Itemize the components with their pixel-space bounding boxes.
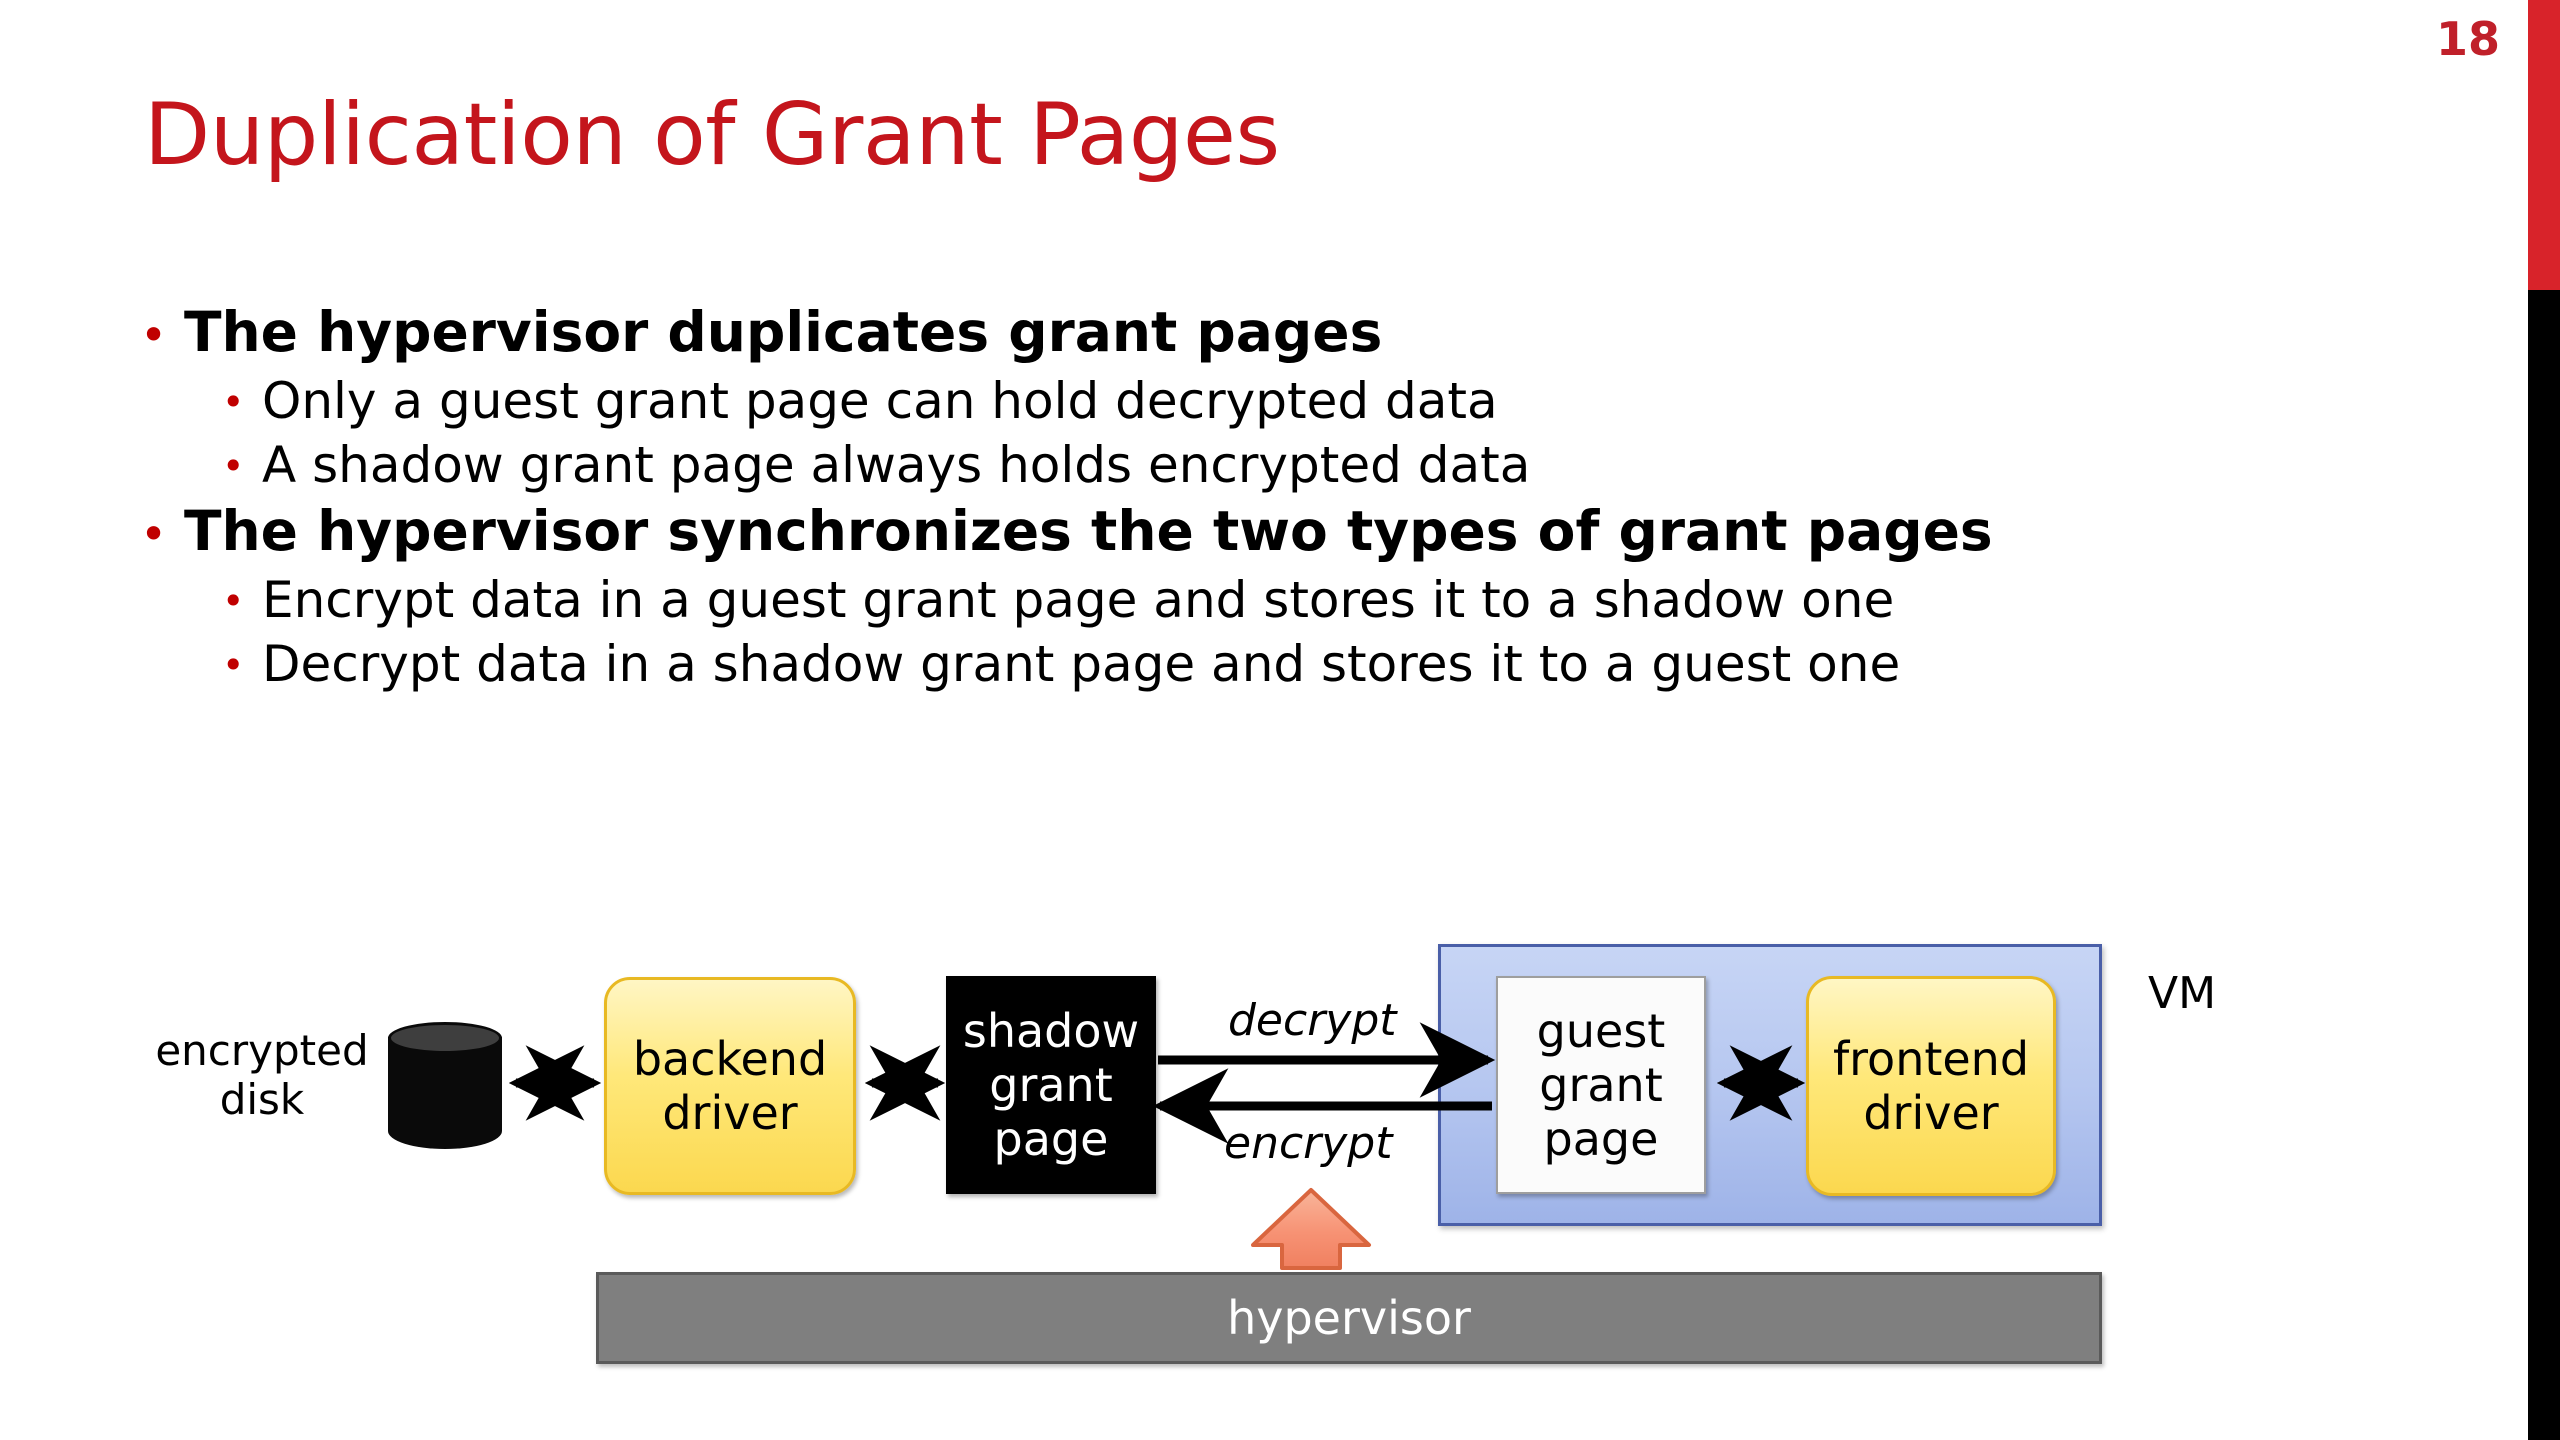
hypervisor-bar: hypervisor [596,1272,2102,1364]
right-edge-black-bar [2528,290,2560,1440]
encrypted-disk-label-line1: encrypted [155,1026,369,1075]
list-item: • Encrypt data in a guest grant page and… [140,570,2430,630]
bullet-dot-icon: • [222,642,245,687]
guest-grant-page-line1: guest [1536,1003,1666,1058]
guest-grant-page-line2: grant [1539,1057,1663,1112]
page-number: 18 [2435,12,2500,66]
hypervisor-label: hypervisor [1227,1291,1471,1345]
frontend-driver-line2: driver [1863,1086,1999,1140]
frontend-driver-box: frontend driver [1806,976,2056,1196]
bullet-dot-icon: • [222,379,245,424]
shadow-grant-page-line1: shadow [962,1003,1140,1058]
encrypted-disk-label: encrypted disk [142,1026,382,1124]
vm-label: VM [2148,968,2217,1019]
bullet-dot-icon: • [140,506,168,561]
list-item-label: Encrypt data in a guest grant page and s… [262,570,1895,629]
list-item-label: The hypervisor synchronizes the two type… [184,498,1993,563]
shadow-grant-page-line3: page [993,1112,1109,1167]
list-item-label: Decrypt data in a shadow grant page and … [262,634,1901,693]
disk-cylinder-top [388,1022,502,1054]
list-item-label: Only a guest grant page can hold decrypt… [262,371,1498,430]
list-item: • The hypervisor synchronizes the two ty… [140,499,2430,564]
page-title: Duplication of Grant Pages [144,85,1280,185]
list-item: • Only a guest grant page can hold decry… [140,371,2430,431]
right-edge-red-bar [2528,0,2560,290]
disk-cylinder-icon [388,1022,502,1154]
decrypt-arrow-label: decrypt [1228,995,1397,1046]
list-item: • A shadow grant page always holds encry… [140,435,2430,495]
list-item: • Decrypt data in a shadow grant page an… [140,634,2430,694]
encrypt-arrow-label: encrypt [1224,1118,1393,1169]
frontend-driver-line1: frontend [1832,1031,2030,1086]
list-item: • The hypervisor duplicates grant pages [140,300,2430,365]
bullet-dot-icon: • [222,443,245,488]
bullet-dot-icon: • [140,308,168,362]
bullet-dot-icon: • [222,578,245,623]
list-item-label: The hypervisor duplicates grant pages [184,300,1383,364]
shadow-grant-page-box: shadow grant page [946,976,1156,1194]
backend-driver-line1: backend [632,1031,828,1086]
hypervisor-callout-arrow-icon [1251,1188,1371,1270]
encrypted-disk-label-line2: disk [219,1074,305,1124]
shadow-grant-page-line2: grant [989,1057,1113,1112]
guest-grant-page-box: guest grant page [1496,976,1706,1194]
guest-grant-page-line3: page [1543,1112,1659,1167]
disk-cylinder-body [388,1037,502,1149]
backend-driver-line2: driver [662,1086,798,1140]
bullet-list: • The hypervisor duplicates grant pages … [140,300,2430,698]
backend-driver-box: backend driver [604,977,856,1195]
list-item-label: A shadow grant page always holds encrypt… [262,435,1531,494]
